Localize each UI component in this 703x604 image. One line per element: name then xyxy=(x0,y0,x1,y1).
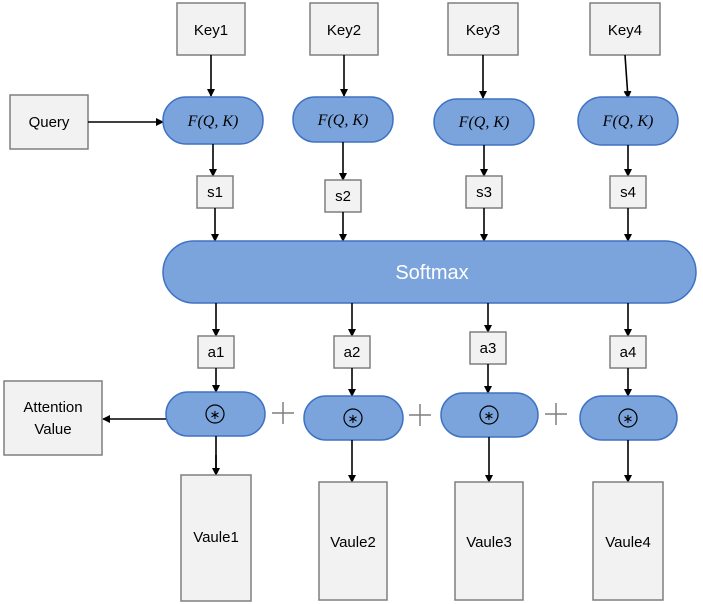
score-node-1: s1 xyxy=(196,175,234,209)
score-function-label-2: F(Q, K) xyxy=(317,112,369,129)
weight-node-1: a1 xyxy=(197,335,235,369)
multiply-node-4: ∗ xyxy=(579,395,678,441)
score-label-1: s1 xyxy=(207,184,223,201)
value-node-2: Vaule2 xyxy=(318,481,388,601)
value-label-1: Vaule1 xyxy=(193,529,239,546)
score-label-4: s4 xyxy=(620,184,636,201)
softmax-node: Softmax xyxy=(162,240,697,304)
weight-label-4: a4 xyxy=(620,344,637,361)
score-function-node-2: F(Q, K) xyxy=(292,96,394,143)
query-node: Query xyxy=(9,94,89,150)
value-label-4: Vaule4 xyxy=(605,534,651,551)
softmax-label: Softmax xyxy=(395,262,468,284)
key-node-2: Key2 xyxy=(309,2,379,56)
score-node-2: s2 xyxy=(324,179,362,213)
weight-node-2: a2 xyxy=(333,335,371,369)
weight-label-2: a2 xyxy=(344,344,361,361)
attention-value-label-line2: Value xyxy=(34,421,71,438)
key-label-3: Key3 xyxy=(466,22,500,39)
value-node-4: Vaule4 xyxy=(592,481,664,601)
multiply-circle-icon xyxy=(343,408,363,428)
plus-icon-1 xyxy=(272,402,294,424)
value-label-3: Vaule3 xyxy=(466,534,512,551)
key-node-3: Key3 xyxy=(447,2,519,56)
multiply-node-3: ∗ xyxy=(440,392,539,438)
weight-label-3: a3 xyxy=(480,340,497,357)
key-label-2: Key2 xyxy=(327,22,361,39)
weight-node-3: a3 xyxy=(469,331,507,365)
value-node-3: Vaule3 xyxy=(454,481,524,601)
key-node-4: Key4 xyxy=(589,2,661,56)
score-node-3: s3 xyxy=(465,175,503,209)
score-function-label-3: F(Q, K) xyxy=(458,114,510,131)
score-function-node-4: F(Q, K) xyxy=(577,96,679,146)
query-label: Query xyxy=(29,114,70,131)
weight-node-4: a4 xyxy=(609,335,647,369)
score-label-2: s2 xyxy=(335,188,351,205)
weight-label-1: a1 xyxy=(208,344,225,361)
key-node-1: Key1 xyxy=(176,2,246,56)
multiply-circle-icon xyxy=(479,405,499,425)
multiply-symbol-3: ∗ xyxy=(484,409,495,424)
score-node-4: s4 xyxy=(609,175,647,209)
multiply-node-2: ∗ xyxy=(303,395,404,441)
score-label-3: s3 xyxy=(476,184,492,201)
value-node-1: Vaule1 xyxy=(180,474,252,602)
attention-value-label-line1: Attention xyxy=(23,399,82,416)
arrow-key4-to-f xyxy=(623,54,632,99)
key-label-1: Key1 xyxy=(194,22,228,39)
multiply-node-1: ∗ xyxy=(165,391,266,437)
multiply-symbol-1: ∗ xyxy=(210,408,221,423)
value-label-2: Vaule2 xyxy=(330,534,376,551)
score-function-node-3: F(Q, K) xyxy=(433,98,535,146)
multiply-symbol-4: ∗ xyxy=(623,412,634,427)
score-function-label-4: F(Q, K) xyxy=(602,113,654,130)
key-label-4: Key4 xyxy=(608,22,642,39)
multiply-symbol-2: ∗ xyxy=(348,412,359,427)
score-function-label-1: F(Q, K) xyxy=(187,113,239,130)
multiply-circle-icon xyxy=(618,408,638,428)
score-function-node-1: F(Q, K) xyxy=(162,96,264,145)
plus-icon-3 xyxy=(545,403,567,425)
multiply-circle-icon xyxy=(205,404,225,424)
attention-value-node: Attention Value xyxy=(3,380,103,456)
plus-icon-2 xyxy=(409,404,431,426)
